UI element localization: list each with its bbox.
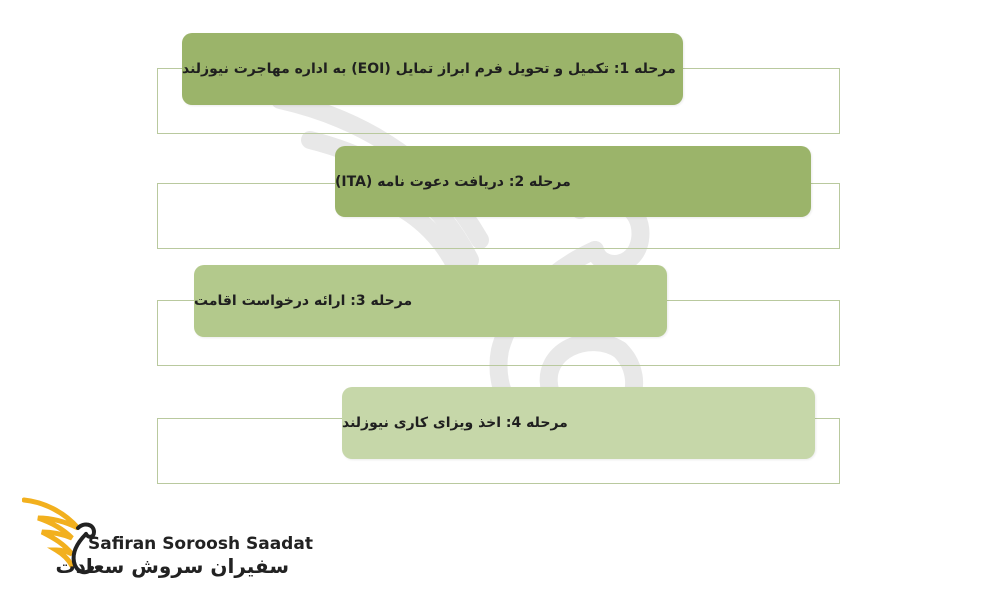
step-4-box: مرحله 4: اخذ ویزای کاری نیوزلند [342,387,815,459]
golden-wing-swan-icon [22,497,97,575]
company-logo: Safiran Soroosh Saadat سفیران سروش سعادت [22,492,313,582]
step-2-label: مرحله 2: دریافت دعوت نامه (ITA) [335,173,571,190]
step-1-box: مرحله 1: تکمیل و تحویل فرم ابراز تمایل (… [182,33,683,105]
logo-english-name: Safiran Soroosh Saadat [88,534,313,554]
logo-persian-name: سفیران سروش سعادت [55,554,290,578]
step-4-label: مرحله 4: اخذ ویزای کاری نیوزلند [342,415,568,431]
step-1-label: مرحله 1: تکمیل و تحویل فرم ابراز تمایل (… [182,61,676,77]
step-3-box: مرحله 3: ارائه درخواست اقامت [194,265,667,337]
step-2-box: مرحله 2: دریافت دعوت نامه (ITA) [335,146,811,217]
step-3-label: مرحله 3: ارائه درخواست اقامت [194,293,413,309]
